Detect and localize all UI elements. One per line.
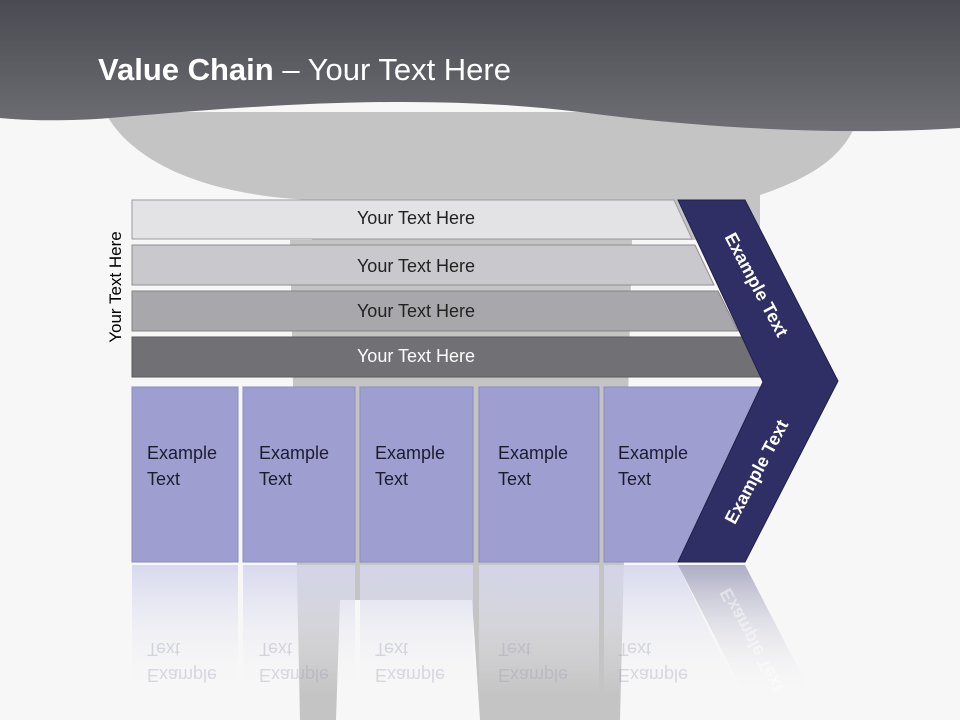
title-bold: Value Chain [98, 52, 274, 87]
side-label: Your Text Here [106, 231, 125, 343]
column-box-3 [359, 386, 474, 563]
header-band [0, 0, 960, 132]
row-bar-3 [131, 290, 739, 332]
column-box-2 [242, 386, 356, 563]
slide-title: Value Chain – Your Text Here [98, 52, 511, 88]
column-box-1 [131, 386, 239, 563]
row-label-3: Your Text Here [356, 301, 476, 321]
chevron-arrow [677, 199, 839, 563]
row-bar-1 [131, 199, 693, 240]
reflection [132, 565, 812, 695]
row-label-4: Your Text Here [356, 346, 476, 366]
row-label-2: Your Text Here [356, 256, 476, 276]
column-box-4 [478, 386, 600, 563]
row-label-1: Your Text Here [356, 208, 476, 228]
title-rest: – Your Text Here [273, 52, 511, 87]
row-bar-2 [131, 244, 715, 286]
